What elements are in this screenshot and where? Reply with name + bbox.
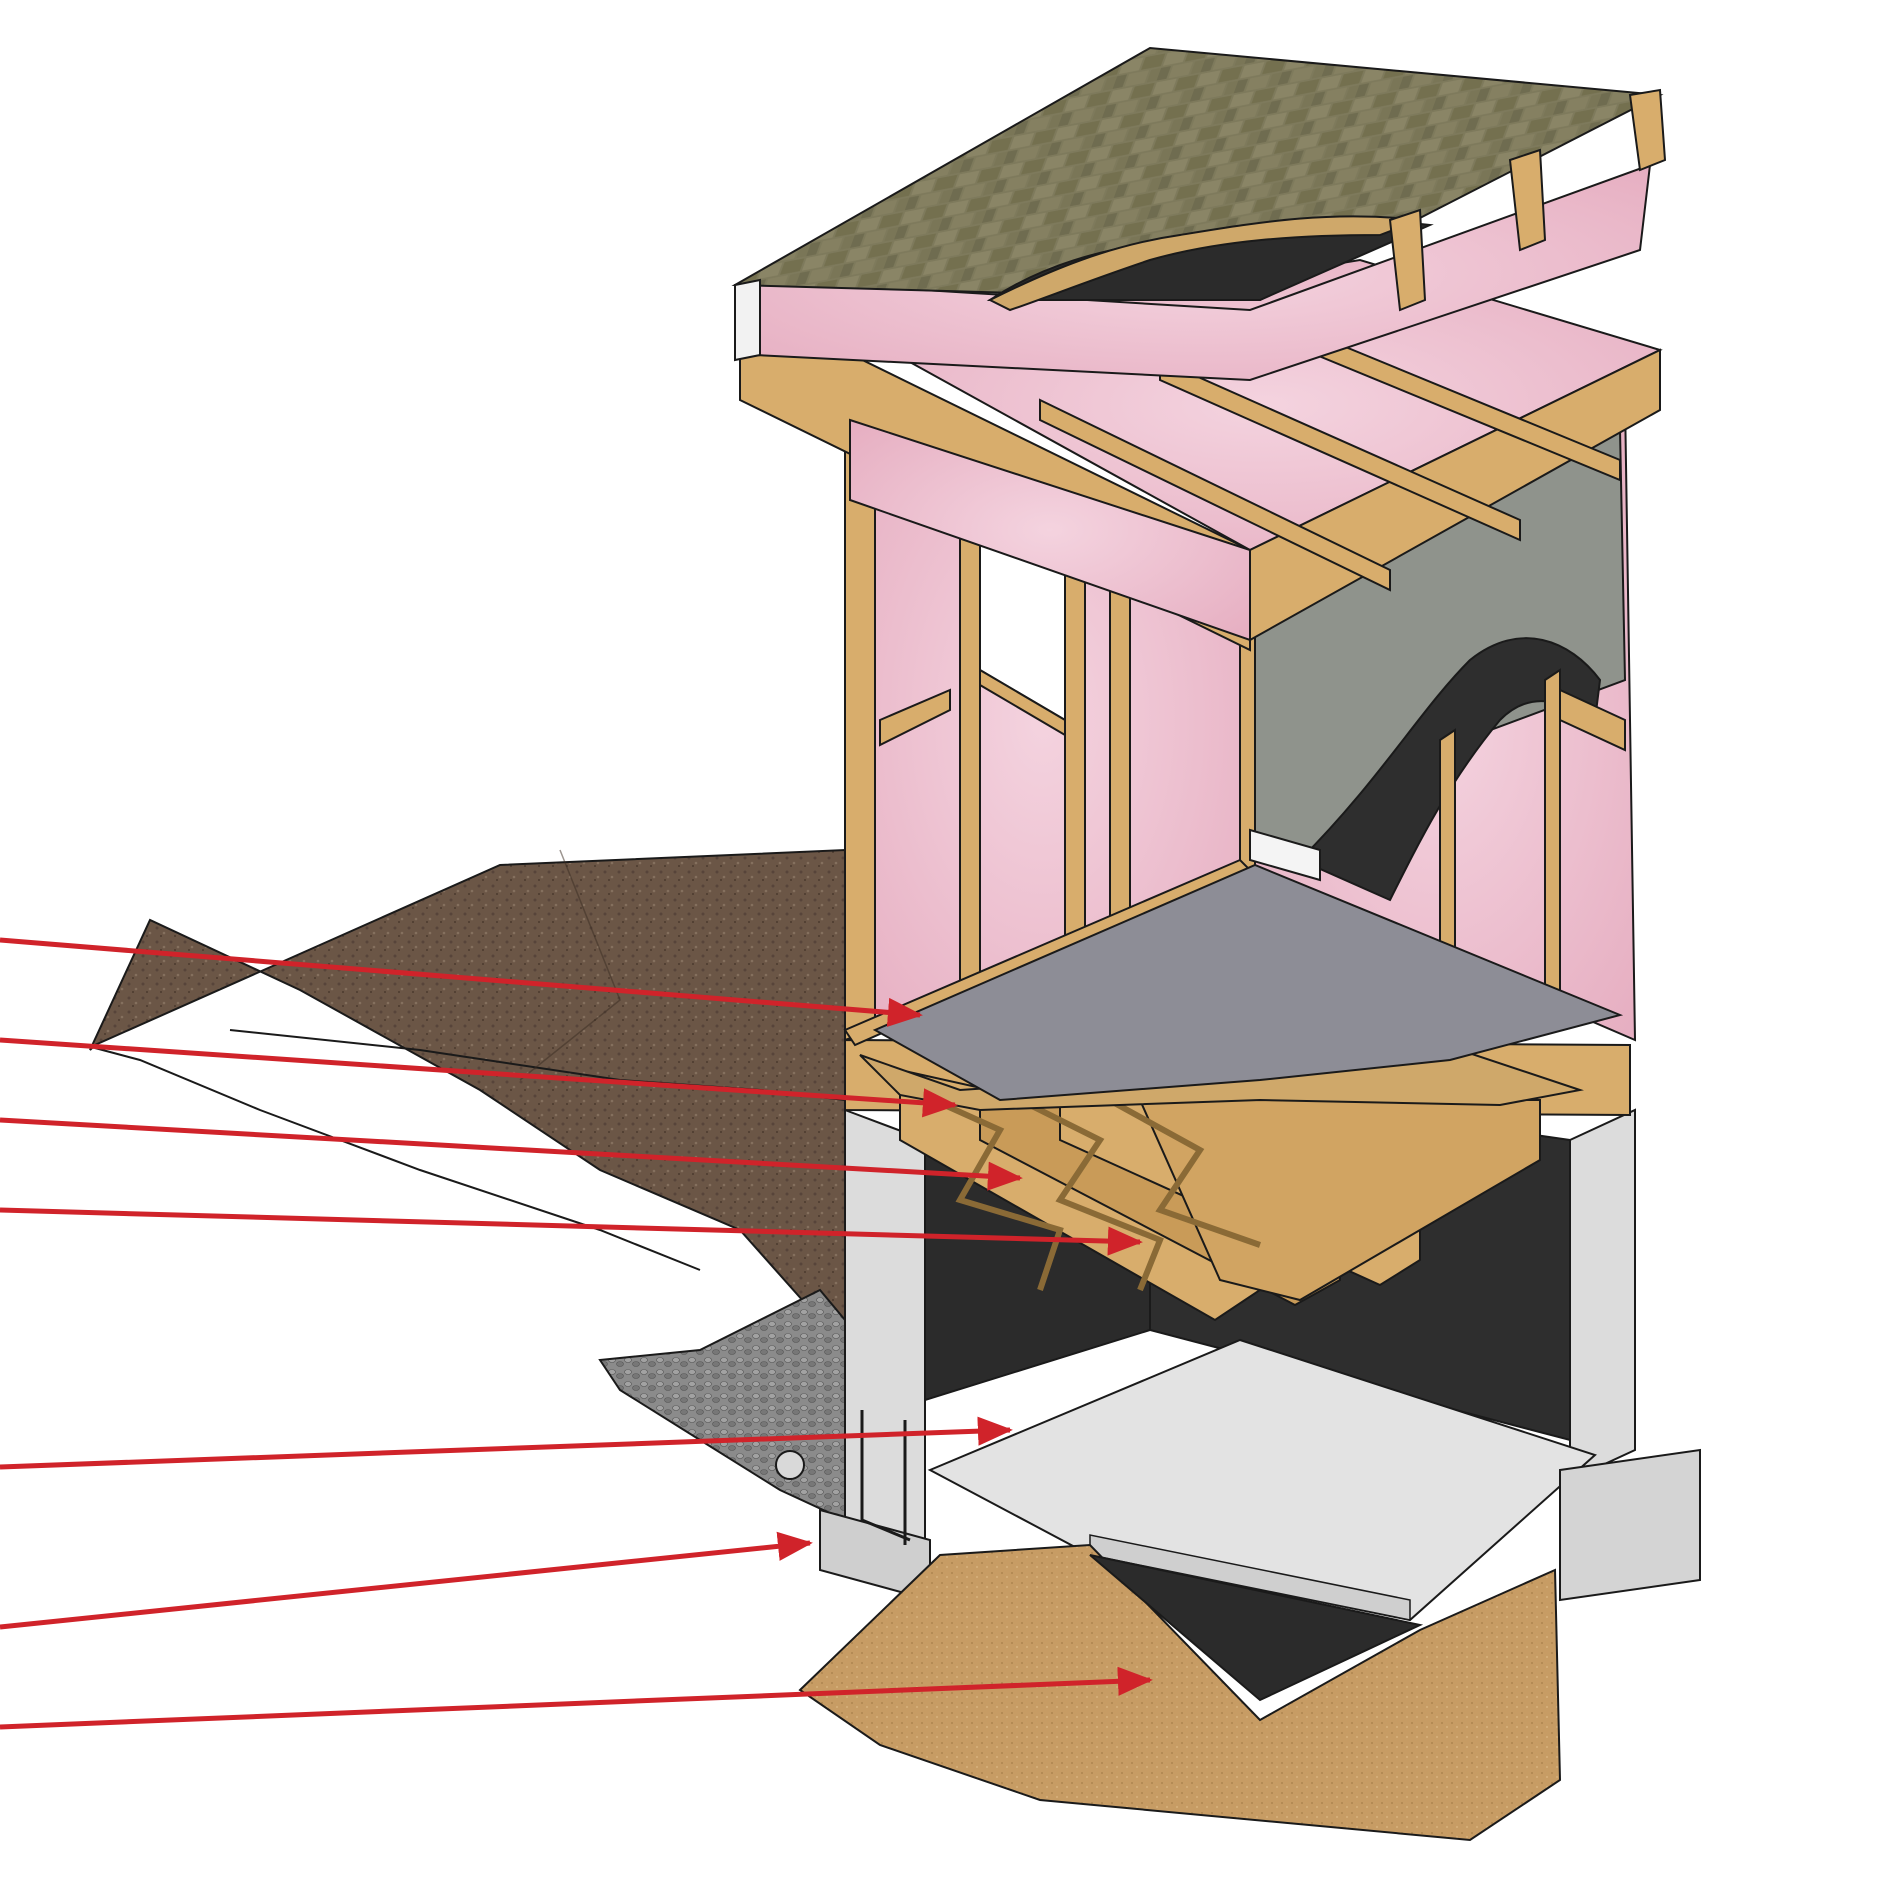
excavation-soil <box>89 848 846 1348</box>
upper-walls <box>843 398 1637 1102</box>
roof-rafters <box>1388 88 1667 312</box>
callout-arrow-subgrade-fill <box>0 1666 1153 1730</box>
callout-arrow-floor-truss-web <box>0 1207 1143 1256</box>
callout-arrow-subfloor-sheathing <box>0 1037 958 1118</box>
ceiling-attic <box>739 258 1663 652</box>
subgrade-fill <box>798 1543 1562 1842</box>
roof <box>731 46 1667 382</box>
drain-pipe <box>775 1450 805 1480</box>
floor-trusses <box>898 1068 1541 1322</box>
drainage-gravel <box>598 1288 846 1522</box>
callout-arrow-foundation-footing <box>0 1531 813 1630</box>
callout-arrows <box>0 937 1153 1730</box>
callout-arrow-floor-truss-top-chord <box>0 1117 1023 1191</box>
callout-arrow-sill-plate-and-rim-board <box>0 937 923 1027</box>
carpet-floor <box>872 863 1624 1102</box>
callout-arrow-basement-slab <box>0 1416 1013 1470</box>
wall-studs <box>879 468 1626 1001</box>
